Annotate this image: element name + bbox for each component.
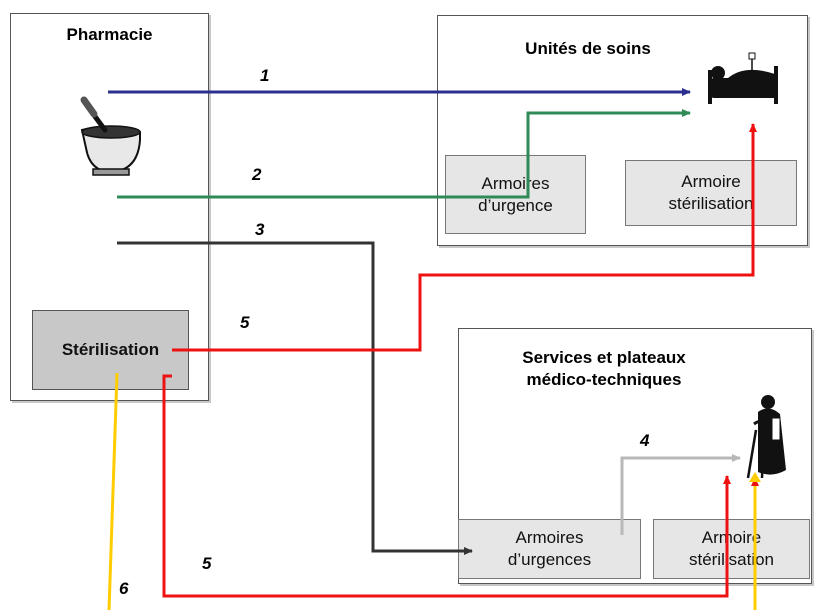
flow-2-arrow bbox=[117, 109, 691, 199]
flow-label-2: 2 bbox=[252, 165, 262, 184]
services-cabinet-sterilisation: Armoire stérilisation bbox=[653, 519, 810, 579]
flow-3-arrow bbox=[117, 241, 473, 555]
flow-5b-arrow bbox=[162, 374, 731, 598]
flow-6-line-left bbox=[107, 372, 119, 610]
flow-label-1: 1 bbox=[260, 66, 270, 85]
services-cabinet-urgences: Armoires d’urgences bbox=[458, 519, 641, 579]
unites-cabinet-urgence-label: Armoires d’urgence bbox=[478, 173, 553, 215]
flow-label-6: 6 bbox=[119, 579, 129, 598]
services-cabinet-sterilisation-label: Armoire stérilisation bbox=[688, 528, 775, 569]
mortar-pestle-icon bbox=[80, 96, 141, 176]
sterilisation-label: Stérilisation bbox=[61, 340, 160, 359]
flow-label-5b: 5 bbox=[202, 554, 212, 573]
unites-cabinet-urgence: Armoires d’urgence bbox=[445, 155, 586, 234]
unites-cabinet-sterilisation: Armoire stérilisation bbox=[625, 160, 797, 226]
patient-crutch-icon bbox=[746, 395, 786, 479]
flow-label-4: 4 bbox=[640, 431, 650, 450]
flow-5a-arrow bbox=[172, 123, 757, 352]
pharmacie-title: Pharmacie bbox=[66, 25, 153, 44]
flow-label-5a: 5 bbox=[240, 313, 250, 332]
unites-cabinet-sterilisation-label: Armoire stérilisation bbox=[668, 172, 754, 213]
flow-4-arrow bbox=[620, 454, 741, 535]
flow-label-3: 3 bbox=[255, 220, 265, 239]
services-cabinet-urgences-label: Armoires d’urgences bbox=[507, 528, 592, 569]
hospital-bed-icon bbox=[708, 52, 778, 104]
unites-title: Unités de soins bbox=[525, 39, 651, 58]
services-title: Services et plateaux médico-techniques bbox=[522, 348, 686, 389]
